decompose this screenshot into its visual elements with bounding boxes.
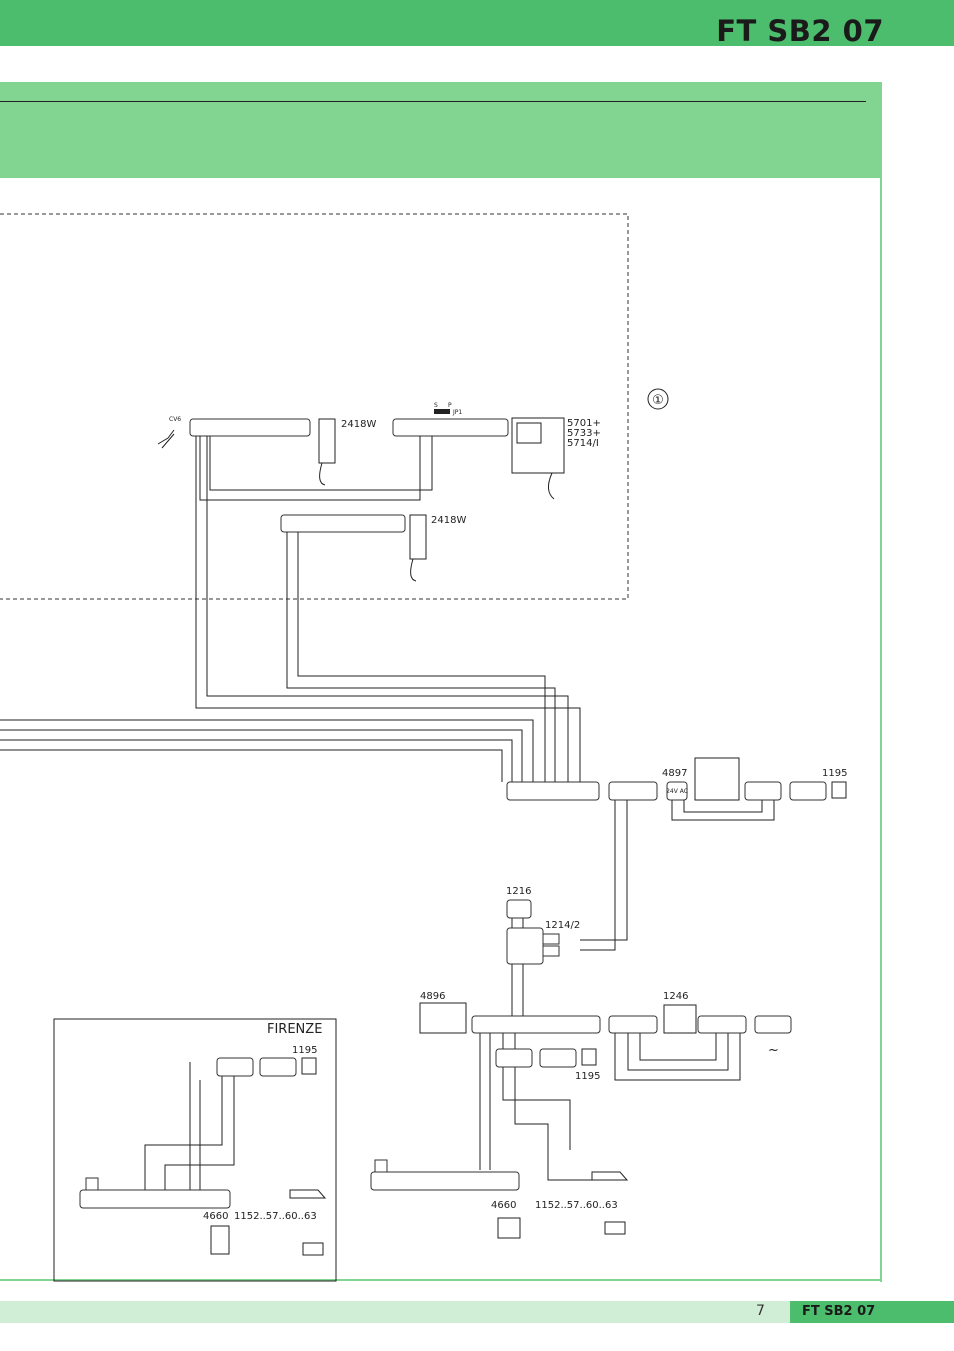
keypad-4660-a-icon xyxy=(497,1217,521,1239)
handset-2418w-b-icon xyxy=(409,514,427,582)
monitor-model-3: 5714/I xyxy=(567,438,599,449)
dev-4897-label: 4897 xyxy=(662,768,687,779)
monitor-model-2: 5733+ xyxy=(567,428,601,439)
terminal-block-1195-c-mains xyxy=(259,1057,297,1077)
page-frame-bottom xyxy=(0,1279,882,1281)
terminal-block-1246-in xyxy=(608,1015,658,1034)
lock-1152-a-icon xyxy=(604,1221,626,1235)
footer-title: FT SB2 07 xyxy=(802,1304,876,1319)
lm-terminal-2 xyxy=(542,945,560,957)
door-lock-b-icon xyxy=(289,1189,327,1199)
cv6-label: CV6 xyxy=(169,416,181,423)
terminal-block-4897-out xyxy=(744,781,782,801)
lm-terminal-1 xyxy=(542,933,560,945)
dev-1216-label: 1216 xyxy=(506,886,531,897)
page-number: 7 xyxy=(756,1303,765,1319)
dev-1195-b-label: 1195 xyxy=(575,1071,600,1082)
power-supply-4897-icon xyxy=(694,757,740,801)
terminal-block-4660-a xyxy=(370,1171,520,1191)
transformer-1195-b-icon xyxy=(581,1048,597,1066)
dev-4896-label: 4896 xyxy=(420,991,445,1002)
terminal-block-bus-in xyxy=(608,781,658,801)
door-panel-b-icon xyxy=(85,1177,99,1191)
switch-label-p: P xyxy=(448,402,452,409)
terminal-24vac xyxy=(666,781,688,801)
terminal-block-1195-b-mains xyxy=(539,1048,577,1068)
dev-1246-label: 1246 xyxy=(663,991,688,1002)
power-supply-1246-icon xyxy=(663,1004,697,1034)
ac-mains-symbol: ~ xyxy=(768,1043,779,1058)
terminal-block-4896 xyxy=(471,1015,601,1034)
top-banner xyxy=(0,0,954,46)
dev-4660-a-label: 4660 xyxy=(491,1200,516,1211)
door-lock-a-icon xyxy=(591,1171,629,1181)
terminal-block-2418w-a xyxy=(189,418,311,437)
dev-1152-b-label: 1152..57..60..63 xyxy=(234,1211,317,1222)
terminal-block-1216 xyxy=(506,899,532,919)
circle-marker-label: ① xyxy=(652,393,664,408)
jumper-icon xyxy=(434,409,450,414)
dev-4660-b-label: 4660 xyxy=(203,1211,228,1222)
dev-1195-c-label: 1195 xyxy=(292,1045,317,1056)
transformer-1195-a-icon xyxy=(831,781,847,799)
apartment-boundary xyxy=(0,213,629,600)
document-title: FT SB2 07 xyxy=(716,14,884,48)
terminal-block-monitor xyxy=(392,418,509,437)
terminal-block-1195-a xyxy=(789,781,827,801)
door-panel-a-icon xyxy=(374,1159,388,1173)
dev-1214-label: 1214/2 xyxy=(545,920,580,931)
terminal-block-1195-c xyxy=(216,1057,254,1077)
handset-2418w-a-icon xyxy=(318,418,336,486)
footer-title-block: FT SB2 07 xyxy=(790,1301,954,1323)
handset-2418w-b-label: 2418W xyxy=(431,515,466,526)
dev-1195-a-label: 1195 xyxy=(822,768,847,779)
lock-1152-b-icon xyxy=(302,1242,324,1256)
terminal-block-1214 xyxy=(506,927,544,965)
dev-1152-a-label: 1152..57..60..63 xyxy=(535,1200,618,1211)
page-frame-right xyxy=(880,82,882,1282)
cv6-icon xyxy=(157,429,175,449)
bus-wiring xyxy=(0,436,775,1190)
transformer-1195-c-icon xyxy=(301,1057,317,1075)
jumper-label: JP1 xyxy=(452,409,462,416)
terminal-block-bus-out xyxy=(506,781,600,801)
header-rule xyxy=(0,101,866,102)
section-header-band xyxy=(0,82,882,178)
handset-2418w-a-label: 2418W xyxy=(341,419,376,430)
monitor-icon xyxy=(511,417,565,500)
footer-band xyxy=(0,1301,954,1323)
monitor-model-1: 5701+ xyxy=(567,418,601,429)
keypad-4660-b-icon xyxy=(210,1225,230,1255)
module-4896-icon xyxy=(419,1002,467,1034)
firenze-box xyxy=(53,1018,337,1282)
terminal-block-1246-out xyxy=(697,1015,747,1034)
switch-label-s: S xyxy=(434,402,438,409)
terminal-block-2418w-b xyxy=(280,514,406,533)
circle-marker xyxy=(647,388,669,410)
firenze-label: FIRENZE xyxy=(267,1022,322,1037)
ac-label: 24V AC xyxy=(666,788,688,795)
terminal-block-4660-b xyxy=(79,1189,231,1209)
terminal-block-1195-b xyxy=(495,1048,533,1068)
terminal-block-1246-mains xyxy=(754,1015,792,1034)
